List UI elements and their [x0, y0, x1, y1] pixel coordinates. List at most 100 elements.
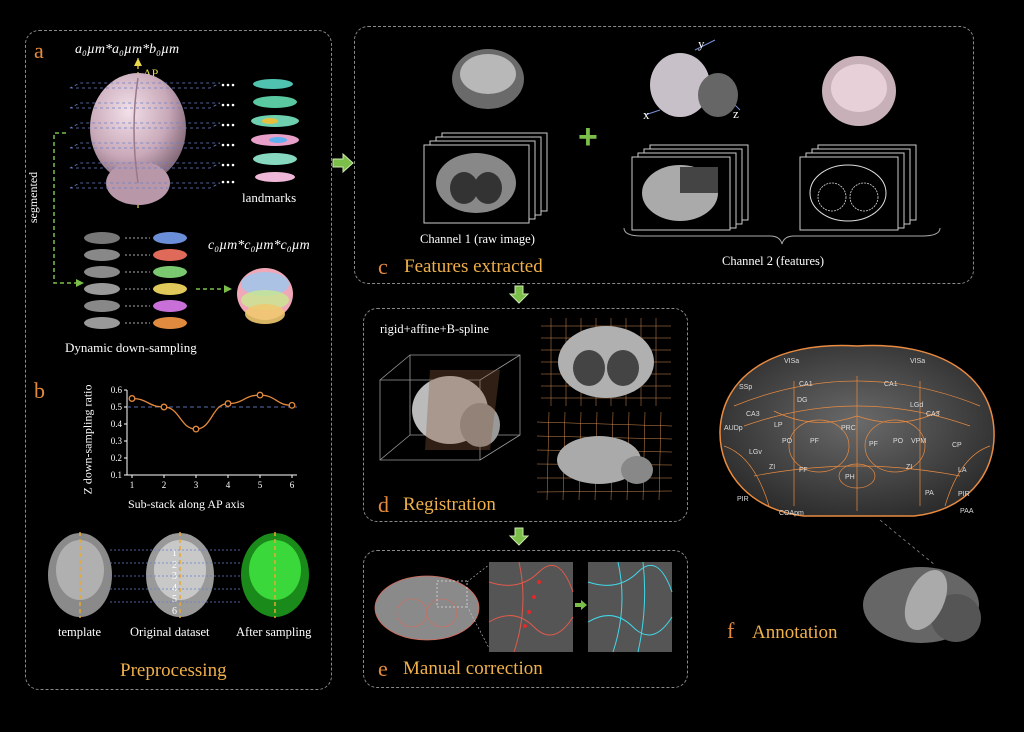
atlas-region-label: PRC [841, 425, 856, 432]
atlas-region-label: FF [799, 467, 808, 474]
atlas-region-label: LGd [910, 402, 924, 409]
axis-y-label: y [698, 36, 705, 51]
arrow-right-icon [332, 152, 354, 174]
annotated-brain-3d [863, 567, 981, 643]
y-tick-label: 0.5 [111, 402, 123, 412]
atlas-region-label: PA [925, 490, 934, 497]
segmented-arrow [53, 132, 84, 287]
panel-f-letter: f [727, 618, 735, 643]
atlas-region-label: PO [782, 438, 793, 445]
x-tick-label: 6 [290, 480, 295, 490]
atlas-region-label: COApm [779, 510, 804, 517]
atlas-region-label: CA1 [884, 381, 898, 388]
panel-e-letter: e [378, 656, 388, 681]
template-brain [48, 532, 112, 618]
data-point [256, 391, 264, 399]
segmented-stacks [84, 232, 187, 329]
atlas-region-label: LP [774, 422, 783, 429]
landmark-slices [251, 79, 299, 182]
atlas-region-label: SSp [739, 384, 753, 391]
atlas-region-label: CA1 [799, 381, 813, 388]
dynamic-downsampling-caption: Dynamic down-sampling [65, 340, 197, 355]
atlas-region-label: PO [893, 438, 904, 445]
after-sampling-brain [241, 532, 309, 618]
axis-x-label: x [643, 107, 650, 122]
segmented-label: segmented [26, 171, 41, 224]
plus-icon: + [578, 118, 598, 156]
warped-grid-coronal [541, 318, 671, 406]
channel1-label: Channel 1 (raw image) [420, 232, 535, 246]
atlas-region-label: PF [869, 441, 878, 448]
preprocessing-title: Preprocessing [120, 660, 227, 681]
atlas-region-label: ZI [769, 464, 776, 471]
data-point [128, 395, 136, 402]
manual-correction-panel [363, 550, 688, 688]
original-dataset-brain [146, 532, 214, 618]
series-line [131, 394, 293, 430]
y-tick-label: 0.1 [111, 470, 122, 480]
zoom-lines [466, 563, 491, 651]
arrow-down-icon [508, 285, 530, 304]
resolution-bottom-label: c₀µm*c₀µm*c₀µm [208, 238, 310, 253]
annotation-title: Annotation [752, 622, 838, 643]
features-panel [354, 26, 974, 284]
atlas-region-label: CA3 [926, 411, 940, 418]
colored-brain [237, 268, 293, 324]
brain-3d-illustration [69, 58, 221, 208]
resolution-top-label: a₀µm*a₀µm*b₀µm [75, 42, 180, 57]
feature-stack-2 [799, 144, 917, 231]
section-number: 3 [172, 571, 177, 582]
arrow-right-small-icon [575, 600, 587, 610]
after-correction [587, 561, 673, 653]
axes-brain-3d [644, 39, 741, 117]
ellipsis-column [221, 83, 235, 184]
atlas-region-label: VISa [910, 358, 926, 365]
features-extracted-title: Features extracted [404, 256, 543, 277]
atlas-region-label: PIR [958, 491, 970, 498]
atlas-region-label: DG [797, 397, 808, 404]
channel2-brace [623, 227, 941, 245]
data-point [160, 403, 168, 411]
x-tick-label: 2 [162, 480, 167, 490]
brain-connection-lines [110, 549, 240, 603]
after-sampling-label: After sampling [236, 625, 312, 639]
atlas-region-label: LGv [749, 449, 762, 456]
section-number: 1 [172, 548, 177, 559]
atlas-region-label: VPM [911, 438, 927, 445]
panel-c-letter: c [378, 254, 388, 279]
panel-a-letter: a [34, 38, 44, 63]
atlas-region-label: CP [952, 442, 962, 449]
preprocessing-panel [25, 30, 332, 690]
registration-title: Registration [403, 494, 496, 515]
annotated-atlas-section [719, 344, 995, 517]
atlas-region-label: PH [845, 474, 855, 481]
axis-z-label: z [733, 106, 739, 121]
landmarks-label: landmarks [242, 190, 297, 205]
x-tick-label: 1 [130, 480, 135, 490]
atlas-region-label: PF [810, 438, 819, 445]
y-tick-label: 0.2 [111, 453, 122, 463]
data-point [192, 425, 200, 433]
before-correction [488, 561, 574, 653]
downsample-arrow [196, 285, 232, 293]
arrow-down-icon-2 [508, 527, 530, 546]
data-point [288, 401, 296, 409]
x-tick-label: 4 [226, 480, 231, 490]
chart-xlabel: Sub-stack along AP axis [128, 497, 245, 511]
atlas-region-label: PIR [737, 496, 749, 503]
registration-cube [379, 354, 521, 461]
section-number: 5 [172, 594, 177, 605]
x-tick-label: 5 [258, 480, 263, 490]
chart-ylabel: Z down-sampling ratio [80, 384, 95, 495]
template-label: template [58, 625, 102, 639]
feature-brain-3d [822, 56, 896, 126]
y-tick-label: 0.4 [111, 419, 123, 429]
atlas-region-label: LA [958, 467, 967, 474]
atlas-region-label: ZI [906, 464, 913, 471]
original-dataset-label: Original dataset [130, 625, 210, 639]
feature-stack-1 [631, 144, 749, 231]
atlas-region-label: PAA [960, 508, 974, 515]
y-tick-label: 0.6 [111, 385, 123, 395]
